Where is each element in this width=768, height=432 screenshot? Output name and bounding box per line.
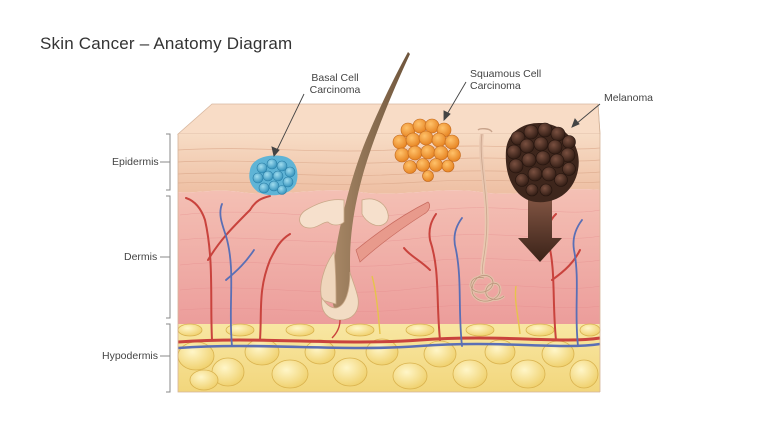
nerve-fibers: [371, 275, 521, 335]
basal-cell-carcinoma-label: Basal Cell Carcinoma: [309, 72, 361, 96]
squamous-cell-carcinoma-label: Squamous Cell Carcinoma: [470, 68, 542, 92]
hypodermis-label: Hypodermis: [102, 350, 159, 362]
basal-cell-carcinoma-tumor: [249, 155, 298, 196]
melanoma-invasion-arrow: [518, 190, 562, 262]
melanoma-tumor: [505, 122, 579, 262]
artery-main: [177, 336, 601, 344]
sebaceous-gland-right: [361, 198, 389, 226]
squamous-cell-carcinoma-tumor: [392, 118, 461, 182]
hypodermis-bracket: [166, 323, 171, 393]
hair-shaft: [331, 52, 410, 315]
layer-brackets: [160, 133, 171, 393]
callout-leaders: [271, 81, 601, 157]
page-title: Skin Cancer – Anatomy Diagram: [40, 34, 293, 53]
vein-main: [177, 342, 601, 350]
melanoma-leader: [575, 103, 601, 125]
hair-bulb: [321, 271, 359, 321]
sweat-pore: [477, 127, 493, 133]
sebaceous-gland-left: [299, 199, 345, 229]
arrector-pili-muscle: [355, 201, 430, 263]
hair-papilla-vessel: [331, 319, 341, 339]
fat-lobules: [177, 323, 601, 391]
basal-leader: [275, 93, 305, 153]
hair-follicle-left: [320, 250, 337, 305]
epidermis-label: Epidermis: [112, 156, 159, 168]
squamous-leader: [445, 81, 467, 117]
melanoma-label: Melanoma: [604, 92, 654, 104]
dermis-label: Dermis: [124, 251, 158, 263]
